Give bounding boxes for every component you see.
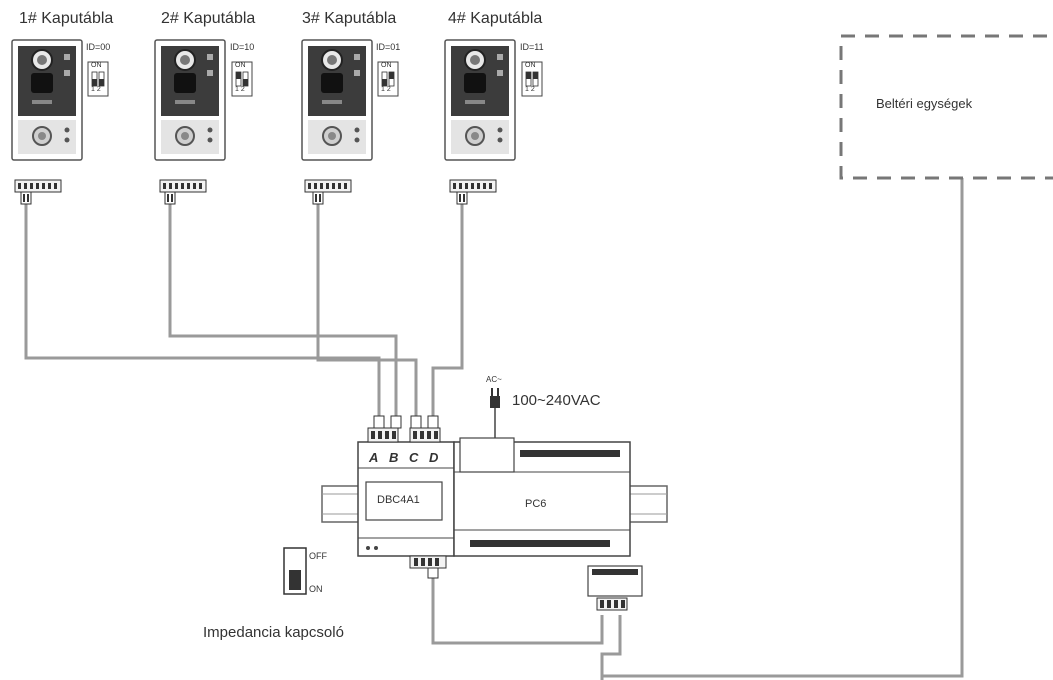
panel-terminal-1 [14,179,62,193]
dip-num-label-4: 1 2 [525,86,535,93]
impedance-switch-icon [283,547,307,595]
dip-num-label-3: 1 2 [381,86,391,93]
panel-terminal-4 [449,179,497,193]
switch-on-label: ON [309,584,323,594]
panel-terminal-2 [159,179,207,193]
panel-title-2: 2# Kaputábla [161,10,256,27]
panel-title-3: 3# Kaputábla [302,10,397,27]
wire-panel-3 [316,200,418,420]
port-label-a: A [369,450,379,465]
dip-knob-3-1 [382,79,387,86]
panel-plug-2 [164,191,176,205]
wire-pc6-indoor [600,178,964,680]
door-panel-2 [154,39,226,161]
indoor-units-box [839,34,1053,180]
door-panel-4 [444,39,516,161]
panel-id-2: ID=10 [230,42,255,52]
dip-num-label-2: 1 2 [235,86,245,93]
impedance-label: Impedancia kapcsoló [203,624,344,641]
dip-knob-1-2 [99,79,104,86]
panel-plug-4 [456,191,468,205]
ac-plug-icon [490,388,500,438]
door-panel-3 [301,39,373,161]
port-label-d: D [429,450,439,465]
wires [24,178,964,680]
panel-id-1: ID=00 [86,42,111,52]
panel-id-4: ID=11 [520,42,544,52]
panel-plug-1 [20,191,32,205]
dip-on-label-3: ON [381,62,392,69]
wire-panel-4 [431,200,464,420]
dip-on-label-1: ON [91,62,102,69]
wire-panel-1 [24,200,381,420]
dip-knob-4-2 [533,72,538,79]
port-label-c: C [409,450,419,465]
panel-plug-3 [312,191,324,205]
port-label-b: B [389,450,399,465]
panel-title-1: 1# Kaputábla [19,10,114,27]
switch-off-label: OFF [309,551,327,561]
dip-on-label-4: ON [525,62,536,69]
dip-knob-2-2 [243,79,248,86]
panel-id-3: ID=01 [376,42,401,52]
dip-knob-4-1 [526,72,531,79]
panel-terminal-3 [304,179,352,193]
voltage-label: 100~240VAC [512,392,601,409]
dip-num-label-1: 1 2 [91,86,101,93]
dbc4a1-module [357,415,455,579]
dip-knob-2-1 [236,72,241,79]
pc6-label: PC6 [525,498,547,510]
dip-knob-1-1 [92,79,97,86]
door-panel-1 [11,39,83,161]
panel-title-4: 4# Kaputábla [448,10,543,27]
wire-panel-2 [168,200,398,420]
dbc4a1-label: DBC4A1 [377,494,420,506]
wire-dbc-pc6 [431,578,604,645]
dip-on-label-2: ON [235,62,246,69]
ac-label: AC~ [486,375,502,384]
indoor-units-label: Beltéri egységek [876,96,973,111]
dip-knob-3-2 [389,72,394,79]
pc6-module [453,388,643,611]
